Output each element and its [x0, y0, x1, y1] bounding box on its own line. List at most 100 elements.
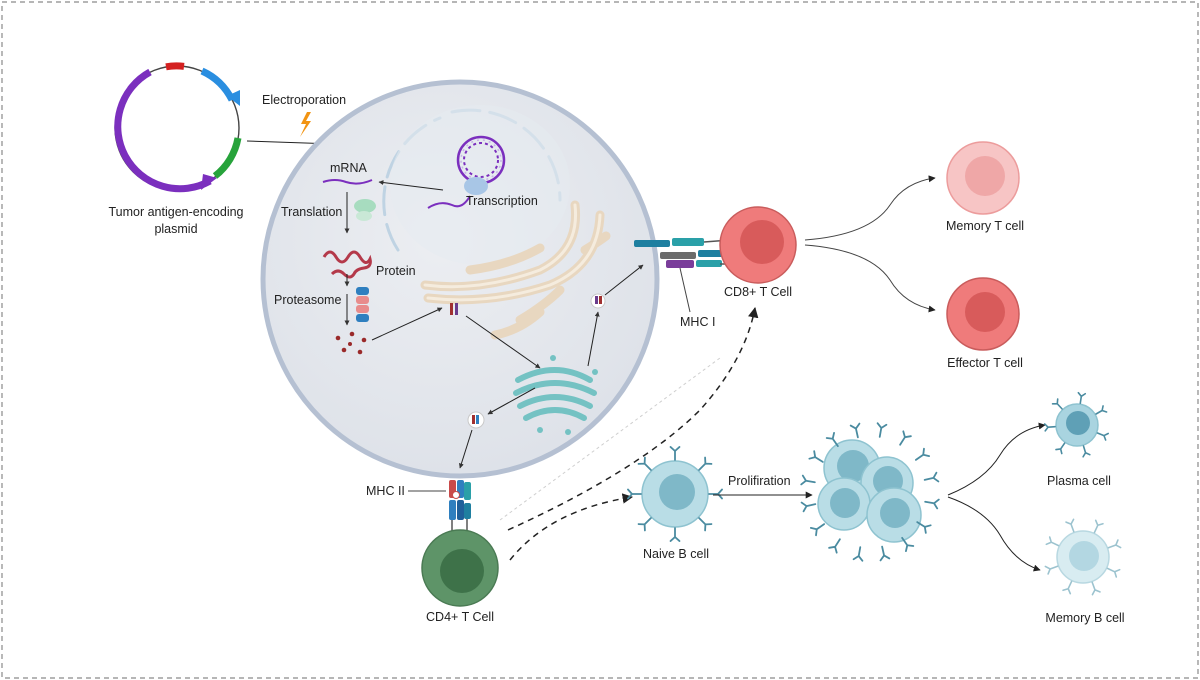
antibody-icon: [1062, 580, 1073, 595]
antibody-icon: [1043, 423, 1056, 432]
mrna-label: mRNA: [330, 161, 367, 175]
vesicle-mhc2: [467, 411, 485, 429]
antibody-icon: [1065, 518, 1075, 533]
cluster-antibodies: [800, 422, 940, 562]
golgi-to-mhc2-vesicle-arrow: [487, 387, 536, 415]
antibody-icon: [800, 501, 817, 513]
mhc1-pointer-line: [679, 267, 691, 313]
naive-b-label: Naive B cell: [643, 547, 709, 561]
antibody-icon: [1082, 445, 1091, 458]
peptide-fragments: [335, 331, 367, 355]
antibody-icon: [669, 527, 681, 542]
antibody-icon: [899, 430, 912, 446]
rna-polymerase-icon: [464, 177, 488, 195]
antibody-icon: [1051, 398, 1063, 410]
antibody-icon: [825, 431, 839, 448]
antibody-icon: [698, 517, 713, 532]
memory-b-cell: [1056, 530, 1110, 584]
cd8-to-effector-t-arrow: [804, 244, 936, 313]
plasma-cell-antibodies: [1043, 391, 1110, 458]
cd8-to-memory-t-arrow: [804, 175, 936, 241]
transcription-label: Transcription: [466, 194, 538, 208]
mhc-i-tcr-complex: [634, 238, 732, 268]
proliferation-label: Prolifiration: [728, 474, 791, 488]
plasmid: [114, 62, 242, 193]
vesicle-to-surface: [590, 293, 606, 309]
memory-b-cell-antibodies: [1044, 518, 1122, 596]
antibody-icon: [901, 536, 915, 553]
cluster-to-plasma-arrow: [947, 422, 1046, 496]
antibody-icon: [879, 545, 891, 562]
plasmid-purple-segment: [114, 68, 212, 193]
antibody-icon: [1093, 519, 1104, 534]
cd4-help-to-b-cell-arrow: [509, 493, 634, 561]
antibody-icon: [800, 474, 816, 486]
antibody-icon: [1077, 391, 1087, 405]
er-to-golgi-arrow: [465, 315, 541, 369]
antibody-icon: [828, 538, 841, 554]
golgi-apparatus: [513, 367, 597, 421]
memory-b-label: Memory B cell: [1045, 611, 1124, 625]
antibody-icon: [852, 546, 864, 562]
cd4-t-cell: [421, 529, 499, 607]
antibody-icon: [1106, 567, 1121, 578]
lightning-bolt-icon: [300, 112, 311, 137]
antibody-icon: [1107, 539, 1122, 549]
antibody-icon: [1055, 442, 1066, 455]
mhc-i-loading-icon: [450, 303, 458, 315]
antibody-icon: [923, 471, 940, 483]
cd4-label: CD4+ T Cell: [426, 610, 494, 624]
antibody-icon: [1044, 565, 1059, 575]
effector-t-cell: [946, 277, 1020, 351]
antibody-icon: [916, 521, 932, 534]
antibody-icon: [876, 422, 888, 438]
nascent-rna-strand: [427, 195, 471, 209]
antibody-icon: [914, 447, 931, 461]
cluster-to-memory-b-arrow: [947, 496, 1041, 572]
vesicle-to-mhc2-arrow: [458, 429, 473, 469]
plasmid-label-line1: Tumor antigen-encoding: [108, 205, 243, 219]
antibody-icon: [627, 488, 642, 500]
vesicle-to-mhc1-arrow: [604, 264, 644, 296]
proteasome-label: Proteasome: [274, 293, 341, 307]
memory-t-label: Memory T cell: [946, 219, 1024, 233]
antibody-icon: [637, 456, 652, 471]
protein-label: Protein: [376, 264, 416, 278]
mhc1-label: MHC I: [680, 315, 715, 329]
proliferating-b-cell-cluster: [817, 439, 922, 543]
antibody-icon: [849, 422, 861, 439]
antibody-icon: [1096, 432, 1110, 441]
mhc-ii-tcr-complex: [449, 480, 471, 534]
naive-b-cell: [641, 460, 709, 528]
cd8-label: CD8+ T Cell: [724, 285, 792, 299]
antibody-icon: [1045, 536, 1060, 547]
electroporation-label: Electroporation: [262, 93, 346, 107]
antibody-icon: [808, 450, 824, 463]
antibody-icon: [698, 456, 713, 471]
antibody-icon: [708, 488, 723, 500]
antibody-icon: [669, 446, 681, 461]
proteasome-icon: [356, 287, 369, 322]
peptides-to-er-arrow: [371, 307, 443, 341]
antibody-icon: [1095, 405, 1108, 415]
antibody-icon: [1091, 581, 1101, 596]
mhc2-label: MHC II: [366, 484, 405, 498]
translation-label: Translation: [281, 205, 342, 219]
plasmid-label-line2: plasmid: [154, 222, 197, 236]
mrna-strand-icon: [322, 179, 373, 185]
plasmid-red-segment: [165, 62, 185, 71]
dna-to-mrna-arrow: [378, 180, 444, 191]
plasmid-blue-segment: [200, 67, 236, 102]
cd4-help-to-cd8-arrow: [507, 306, 759, 531]
cd8-t-cell: [719, 206, 797, 284]
effector-t-label: Effector T cell: [947, 356, 1023, 370]
memory-t-cell: [946, 141, 1020, 215]
antibody-icon: [924, 498, 940, 510]
golgi-to-vesicle-arrow: [587, 311, 600, 367]
naive-b-cell-antibodies: [627, 446, 723, 542]
antibody-icon: [809, 523, 826, 537]
antibody-icon: [637, 517, 652, 532]
plasma-cell: [1055, 403, 1099, 447]
